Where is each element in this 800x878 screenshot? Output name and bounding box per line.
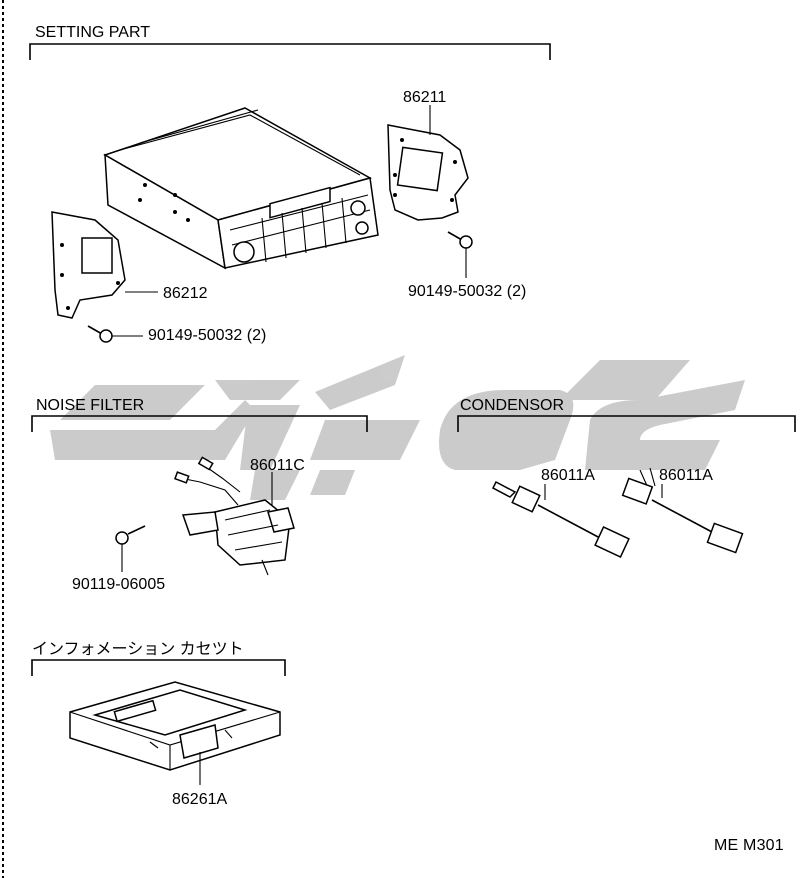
bracket-right-illustration (387, 105, 469, 221)
label-86011A-1: 86011A (541, 467, 595, 484)
condenser-2-illustration (621, 467, 744, 554)
section-condensor: CONDENSOR (457, 397, 796, 432)
label-screw-right: 90149-50032 (2) (408, 283, 526, 300)
label-86212: 86212 (163, 285, 208, 302)
label-screw-left: 90149-50032 (2) (148, 327, 266, 344)
condenser-1-illustration (492, 480, 630, 558)
noise-filter-illustration (174, 456, 295, 576)
screw-left-icon (87, 325, 143, 343)
section-noise-filter: NOISE FILTER (31, 397, 368, 432)
section-title-info-cassette: インフォメーション カセツト (32, 641, 244, 658)
section-title-setting-part: SETTING PART (35, 24, 150, 41)
bracket-left-illustration (51, 211, 158, 319)
section-title-condensor: CONDENSOR (460, 397, 564, 414)
page-code: ME M301 (714, 837, 784, 854)
label-86261A: 86261A (172, 791, 227, 808)
label-86211: 86211 (403, 89, 446, 106)
label-86011C: 86011C (250, 457, 305, 474)
section-title-noise-filter: NOISE FILTER (36, 397, 144, 414)
section-info-cassette: インフォメーション カセツト (31, 641, 286, 676)
screw-right-icon (447, 231, 473, 278)
cassette-illustration (69, 681, 281, 785)
label-86011A-2: 86011A (659, 467, 713, 484)
noise-screw-icon (115, 525, 146, 572)
section-setting-part: SETTING PART (29, 24, 551, 60)
head-unit-illustration (103, 107, 379, 270)
label-90119-06005: 90119-06005 (72, 576, 165, 593)
watermark-logo (50, 355, 745, 500)
